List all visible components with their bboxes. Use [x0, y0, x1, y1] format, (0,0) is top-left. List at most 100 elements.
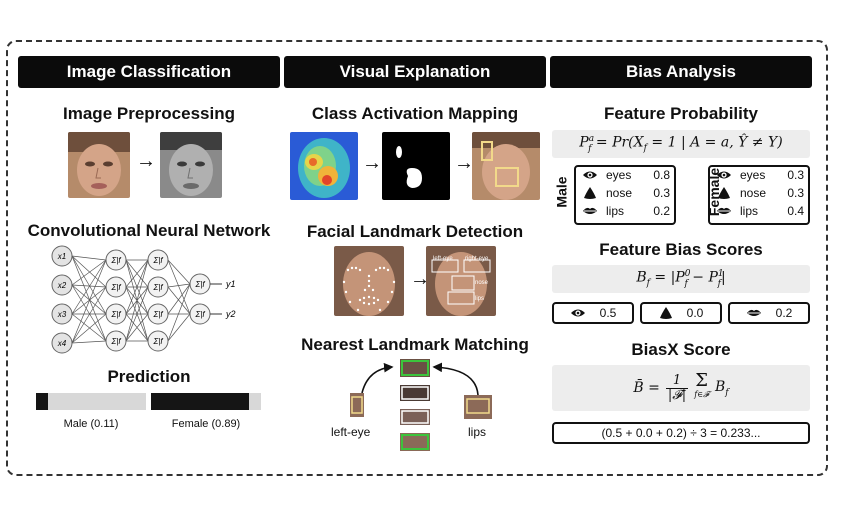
visual-explanation-banner: Visual Explanation: [284, 56, 546, 88]
male-probability-fill: [36, 393, 49, 410]
nn-hidden-node-label: Σ|f: [110, 310, 121, 319]
feature-bias-formula: Bf = |P0f − P1f|: [552, 265, 810, 293]
bias-analysis-banner: Bias Analysis: [550, 56, 812, 88]
nn-hidden-node-label: Σ|f: [152, 283, 163, 292]
nn-input-node-label: x4: [57, 339, 67, 348]
female-feature-row: nose 0.3: [714, 186, 804, 200]
feature-probability-value: 0.3: [787, 186, 804, 200]
feature-name: nose: [740, 186, 767, 200]
nn-hidden-node: [147, 303, 169, 325]
nn-edge: [167, 286, 191, 315]
eye-icon: [570, 307, 586, 319]
male-feature-row: nose 0.3: [580, 186, 670, 200]
biasx-score-title: BiasX Score: [631, 340, 731, 359]
nn-hidden-node-label: Σ|f: [152, 310, 163, 319]
nn-edge: [71, 259, 107, 286]
nn-hidden-node: [147, 276, 169, 298]
feature-bias-score-value: 0.2: [775, 306, 793, 320]
nn-edge: [71, 284, 107, 342]
nn-hidden-node: [105, 249, 127, 271]
lips-icon: [714, 206, 734, 216]
landmark-arrow-icon: →: [410, 268, 430, 290]
image-classification-banner: Image Classification: [18, 56, 280, 88]
cam-mask-image: [382, 132, 450, 200]
landmark-matching-diagram: [350, 359, 492, 451]
feature-probability-value: 0.3: [787, 168, 804, 182]
cam-arrow-2-icon: →: [454, 152, 474, 174]
nn-edge: [125, 286, 149, 342]
right-eye-box-label: right-eye: [465, 256, 489, 262]
matching-left-eye-label: left-eye: [331, 425, 371, 439]
feature-name: nose: [606, 186, 633, 200]
landmark-matching-title: Nearest Landmark Matching: [301, 335, 529, 354]
nn-edge: [71, 259, 107, 315]
feature-bias-title: Feature Bias Scores: [599, 240, 763, 259]
nn-hidden-node-label: Σ|f: [152, 337, 163, 346]
nn-edge: [71, 286, 107, 344]
nn-edge: [167, 283, 191, 315]
nn-output-node-label: Σ|f: [194, 310, 205, 319]
feature-probability-value: 0.4: [787, 204, 804, 218]
lips-box-label: lips: [475, 296, 485, 302]
female-feature-table: [708, 165, 810, 225]
preprocess-arrow-icon: →: [136, 150, 156, 172]
nn-edge: [71, 255, 107, 261]
nn-edge: [71, 255, 107, 342]
feature-probability-value: 0.8: [653, 168, 670, 182]
eye-icon: [714, 169, 734, 181]
feature-bias-score-box: 0.5: [552, 302, 634, 324]
nn-edge: [71, 313, 107, 342]
nn-input-node-label: x3: [57, 310, 67, 319]
nose-icon: [714, 186, 734, 200]
input-face-color-image: [68, 132, 130, 198]
lips-icon: [580, 206, 600, 216]
nn-output-node-label: Σ|f: [194, 280, 205, 289]
feature-probability-value: 0.3: [653, 186, 670, 200]
male-probability-bar: [36, 393, 146, 410]
preprocessed-face-gray-image: [160, 132, 222, 198]
nn-hidden-node-label: Σ|f: [110, 283, 121, 292]
feature-probability-formula: Paf = Pr(Xf = 1 | A = a, Ŷ ≠ Y): [552, 130, 810, 158]
cam-title: Class Activation Mapping: [311, 104, 519, 123]
feature-name: eyes: [740, 168, 766, 182]
nn-input-node-label: x2: [57, 281, 67, 290]
nose-icon: [580, 186, 600, 200]
female-probability-fill: [151, 393, 249, 410]
male-prediction-label: Male (0.11): [63, 418, 119, 430]
nn-hidden-node: [105, 303, 127, 325]
nn-output-label: y1: [225, 279, 236, 289]
nn-hidden-node: [147, 330, 169, 352]
cam-highlighted-face-image: [472, 132, 540, 200]
feature-bias-score-value: 0.0: [686, 306, 704, 320]
nn-edge: [125, 259, 149, 288]
prediction-title: Prediction: [107, 367, 191, 386]
lips-icon: [746, 308, 762, 318]
nn-hidden-node: [105, 276, 127, 298]
nn-hidden-node: [105, 330, 127, 352]
nose-box-label: nose: [475, 280, 489, 286]
nn-input-node-label: x1: [57, 252, 66, 261]
feature-bias-score-value: 0.5: [599, 306, 617, 320]
nn-hidden-node-label: Σ|f: [110, 337, 121, 346]
male-feature-table: [574, 165, 676, 225]
nn-input-node: [51, 245, 73, 267]
female-feature-row: eyes 0.3: [714, 168, 804, 182]
nn-edge: [125, 313, 149, 342]
landmark-dots-face-image: [334, 246, 404, 316]
feature-bias-score-box: 0.0: [640, 302, 722, 324]
nn-hidden-node: [147, 249, 169, 271]
female-prediction-label: Female (0.89): [171, 418, 241, 430]
landmark-detection-title: Facial Landmark Detection: [306, 222, 524, 241]
nn-input-node: [51, 303, 73, 325]
feature-probability-value: 0.2: [653, 204, 670, 218]
nose-icon: [659, 306, 673, 320]
eye-icon: [580, 169, 600, 181]
nn-edge: [71, 340, 107, 344]
feature-bias-score-box: 0.2: [728, 302, 810, 324]
matching-lips-label: lips: [468, 425, 487, 439]
